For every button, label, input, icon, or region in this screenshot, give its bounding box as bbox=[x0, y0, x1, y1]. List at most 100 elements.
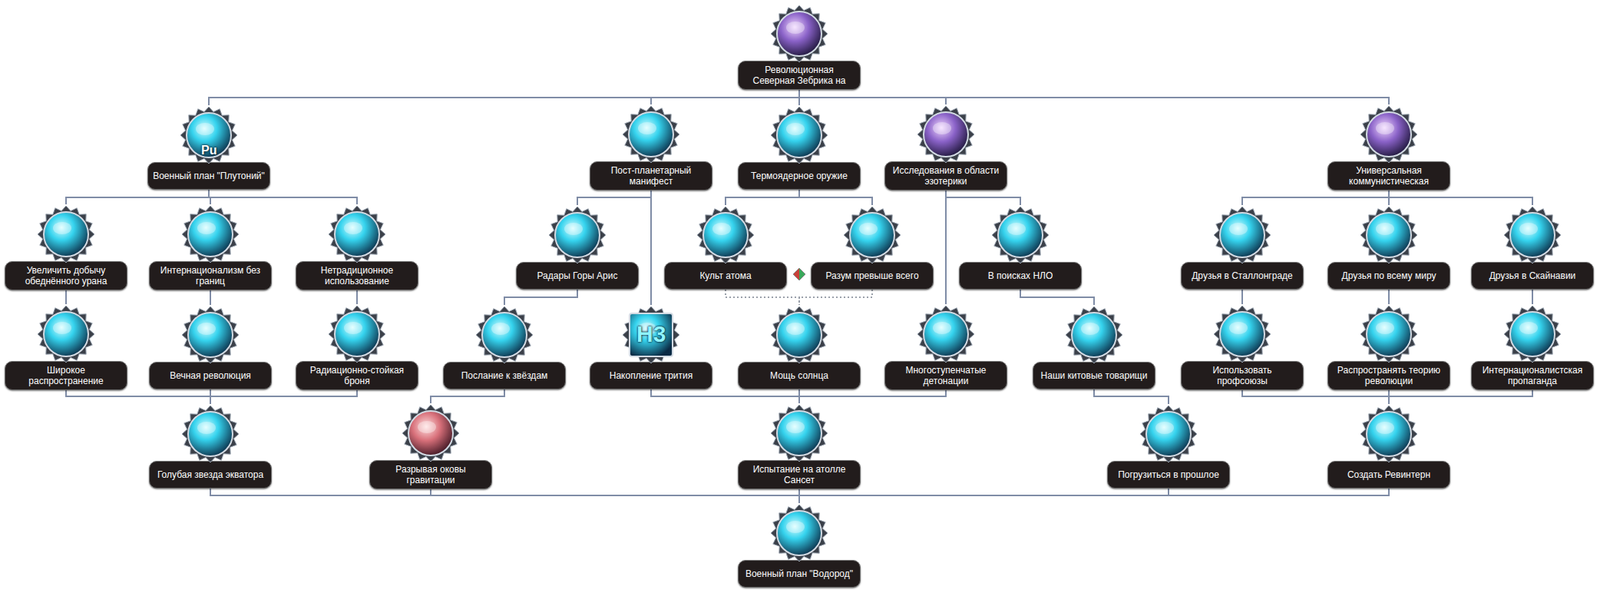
icon-glow bbox=[197, 322, 216, 335]
focus-icon bbox=[1356, 304, 1422, 364]
icon-frame bbox=[37, 205, 95, 263]
icon-body bbox=[776, 510, 822, 556]
icon-frame bbox=[697, 206, 754, 264]
icon-body bbox=[334, 311, 380, 357]
prerequisite-line bbox=[209, 290, 212, 305]
focus-icon bbox=[618, 105, 684, 164]
icon-body bbox=[1366, 411, 1412, 457]
icon-frame bbox=[181, 205, 239, 263]
icon-glow bbox=[343, 321, 363, 334]
icon-body bbox=[1366, 311, 1412, 357]
prerequisite-line bbox=[799, 89, 1389, 105]
focus-label: Исследования в области эзотерики bbox=[884, 161, 1008, 191]
icon-glow bbox=[932, 122, 952, 135]
focus-icon bbox=[178, 404, 243, 463]
prerequisite-line bbox=[1020, 289, 1095, 305]
focus-icon bbox=[839, 205, 905, 265]
focus-label: Разум превыше всего bbox=[810, 261, 934, 290]
icon-glow bbox=[786, 520, 805, 533]
focus-name: В поисках НЛО bbox=[988, 270, 1054, 281]
focus-name: Накопление трития bbox=[609, 370, 693, 381]
icon-body bbox=[1510, 212, 1555, 258]
focus-name: Распространять теорию революции bbox=[1332, 364, 1445, 387]
prerequisite-line bbox=[66, 189, 209, 205]
icon-glow bbox=[786, 420, 805, 434]
focus-icon bbox=[766, 403, 832, 463]
icon-glow bbox=[1155, 421, 1174, 434]
focus-name: Вечная революция bbox=[169, 370, 252, 381]
focus-label: Послание к звёздам bbox=[442, 361, 566, 390]
focus-icon bbox=[1209, 304, 1275, 364]
focus-label: Революционная Северная Зебрика на bbox=[737, 60, 861, 90]
focus-label: Мощь солнца bbox=[737, 361, 861, 390]
icon-glow bbox=[1375, 222, 1395, 235]
icon-body bbox=[923, 112, 969, 157]
focus-icon bbox=[1209, 205, 1275, 265]
focus-label: Распространять теорию революции bbox=[1327, 360, 1451, 391]
icon-body bbox=[776, 410, 822, 456]
focus-icon bbox=[178, 204, 243, 264]
prerequisite-line bbox=[1388, 289, 1390, 305]
focus-icon bbox=[398, 403, 463, 463]
icon-frame bbox=[181, 405, 239, 463]
icon-body bbox=[629, 313, 673, 357]
icon-glow bbox=[932, 321, 952, 334]
icon-frame bbox=[1065, 306, 1123, 364]
icon-glow bbox=[195, 122, 215, 136]
focus-icon bbox=[324, 304, 390, 364]
prerequisite-line bbox=[945, 190, 1021, 205]
focus-icon bbox=[472, 305, 537, 364]
icon-frame bbox=[991, 206, 1049, 264]
icon-body bbox=[776, 112, 822, 158]
icon-body bbox=[555, 212, 600, 258]
focus-label: Пост-планетарный манифест bbox=[589, 161, 713, 191]
focus-label: Военный план "Плутоний" bbox=[147, 161, 271, 190]
prerequisite-line bbox=[1241, 289, 1243, 305]
focus-icon bbox=[693, 205, 758, 265]
exclusive-marker bbox=[793, 267, 806, 281]
icon-frame bbox=[622, 306, 680, 364]
focus-icon bbox=[766, 305, 832, 364]
icon-body bbox=[1071, 312, 1117, 358]
icon-body bbox=[1219, 212, 1265, 258]
focus-icon bbox=[766, 105, 832, 165]
focus-label: Многоступенчатые детонации bbox=[884, 360, 1008, 391]
icon-frame bbox=[37, 305, 95, 363]
focus-name: Разрывая оковы гравитации bbox=[374, 463, 487, 486]
focus-name: Радиационно-стойкая броня bbox=[300, 364, 414, 387]
icon-frame bbox=[770, 504, 828, 562]
icon-frame bbox=[770, 306, 828, 364]
focus-label: Друзья по всему миру bbox=[1327, 261, 1451, 290]
focus-name: Испытание на атолле Сансет bbox=[743, 463, 856, 486]
icon-glow bbox=[712, 222, 731, 235]
icon-glow bbox=[1080, 322, 1100, 335]
icon-frame bbox=[1504, 206, 1561, 264]
focus-label: Культ атома bbox=[664, 261, 787, 290]
focus-name: Друзья по всему миру bbox=[1342, 270, 1437, 281]
prerequisite-line bbox=[651, 389, 800, 404]
focus-label: Наши китовые товарищи bbox=[1032, 361, 1156, 390]
icon-glyph: H3 bbox=[636, 320, 666, 348]
prerequisite-line bbox=[356, 290, 358, 305]
icon-glow bbox=[638, 122, 657, 135]
prerequisite-line bbox=[430, 489, 800, 503]
focus-name: Друзья в Сталлонграде bbox=[1191, 270, 1293, 281]
focus-name: Нетрадиционное использование bbox=[300, 264, 414, 287]
focus-name: Радары Горы Арис bbox=[537, 270, 619, 281]
icon-frame bbox=[770, 5, 828, 63]
focus-name: Создать Ревинтерн bbox=[1347, 469, 1431, 480]
focus-label: Универсальная коммунистическая bbox=[1327, 161, 1451, 191]
icon-glow bbox=[1375, 122, 1395, 135]
icon-body bbox=[186, 112, 232, 158]
icon-frame bbox=[1504, 305, 1561, 363]
icon-body bbox=[923, 311, 969, 357]
icon-glow bbox=[52, 221, 72, 235]
icon-body bbox=[188, 312, 233, 358]
focus-name: Погрузиться в прошлое bbox=[1117, 469, 1220, 480]
focus-label: Накопление трития bbox=[589, 361, 713, 390]
icon-glow bbox=[1229, 321, 1248, 334]
prerequisite-line bbox=[1531, 289, 1534, 305]
focus-icon bbox=[766, 4, 832, 63]
icon-frame bbox=[770, 404, 828, 462]
